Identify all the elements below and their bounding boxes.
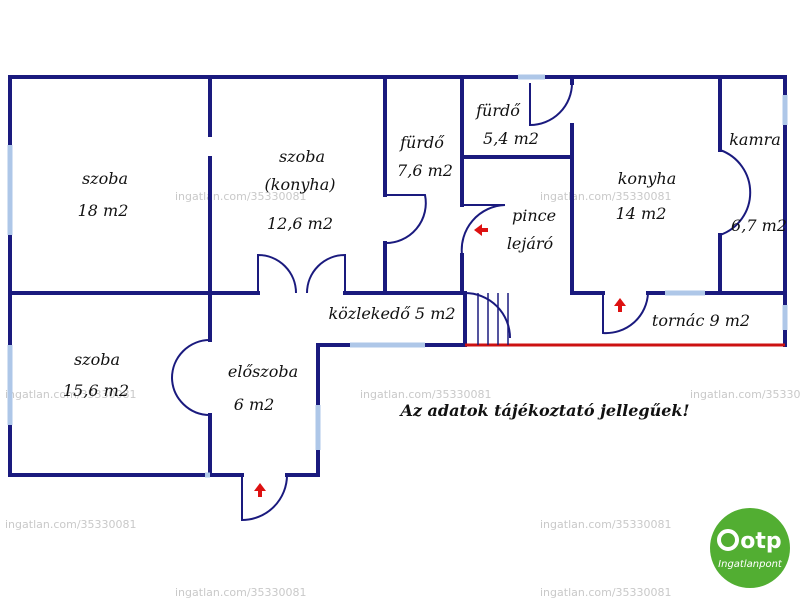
room-name: konyha	[618, 169, 677, 188]
watermark: ingatlan.com/35330081	[175, 586, 307, 599]
room-name: fürdő	[399, 133, 445, 152]
otp-logo: otp Ingatlanpont	[710, 508, 790, 588]
logo-sub: Ingatlanpont	[718, 559, 783, 570]
doors	[170, 82, 752, 522]
arrow-left-icon	[474, 224, 488, 236]
watermarks: ingatlan.com/35330081 ingatlan.com/35330…	[5, 190, 800, 599]
room-area: 5,4 m2	[483, 129, 539, 148]
room-name-sub: lejáró	[507, 234, 554, 253]
room-name: szoba	[82, 169, 128, 188]
room-area: 12,6 m2	[267, 214, 333, 233]
corridor-label: közlekedő 5 m2	[328, 304, 455, 323]
room-name-sub: (konyha)	[265, 175, 336, 194]
room-name: előszoba	[228, 362, 298, 381]
watermark: ingatlan.com/35330081	[360, 388, 492, 401]
room-name: szoba	[74, 350, 120, 369]
room-name: fürdő	[475, 101, 521, 120]
room-area: 6 m2	[234, 395, 275, 414]
room-area: 18 m2	[78, 201, 129, 220]
windows	[7, 74, 788, 478]
room-area: 14 m2	[616, 204, 667, 223]
room-labels: szoba 18 m2 szoba (konyha) 12,6 m2 fürdő…	[63, 101, 787, 420]
room-name: szoba	[279, 147, 325, 166]
room-area: 15,6 m2	[63, 381, 129, 400]
watermark: ingatlan.com/35330081	[540, 190, 672, 203]
watermark: ingatlan.com/35330081	[690, 388, 800, 401]
logo-brand: otp	[740, 529, 781, 554]
watermark: ingatlan.com/35330081	[540, 586, 672, 599]
stairs	[477, 293, 509, 345]
room-name: pince	[512, 206, 556, 225]
watermark: ingatlan.com/35330081	[5, 388, 137, 401]
terrace-label: tornác 9 m2	[652, 311, 750, 330]
arrow-up-icon	[614, 298, 626, 312]
walls	[8, 75, 787, 477]
watermark: ingatlan.com/35330081	[5, 518, 137, 531]
entrance-arrows	[254, 224, 626, 497]
room-area: 6,7 m2	[731, 216, 787, 235]
arrow-up-icon	[254, 483, 266, 497]
watermark: ingatlan.com/35330081	[540, 518, 672, 531]
room-area: 7,6 m2	[397, 161, 453, 180]
disclaimer-note: Az adatok tájékoztató jellegűek!	[398, 401, 689, 420]
room-name: kamra	[729, 130, 781, 149]
watermark: ingatlan.com/35330081	[175, 190, 307, 203]
